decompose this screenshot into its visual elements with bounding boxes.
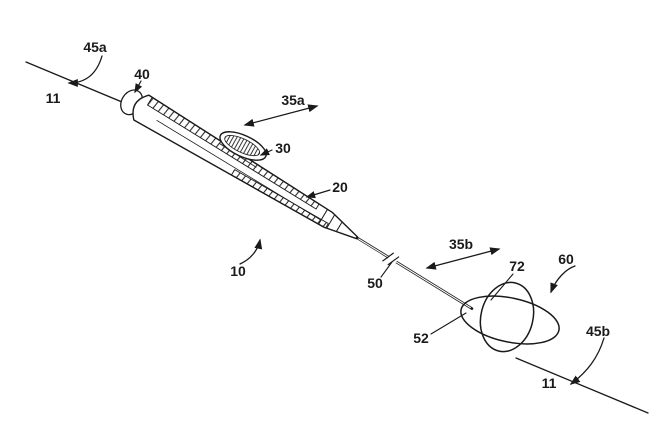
leader-arrow-handle: [239, 238, 263, 265]
leader-arrow-basket: [550, 265, 576, 294]
leader-line-tip: [430, 312, 467, 335]
ref-label-50: 50: [367, 275, 383, 291]
grip-ridge-band-bottom: [230, 169, 329, 229]
rotation-arrow-distal: [569, 337, 605, 385]
leader-line-shaft: [380, 261, 393, 278]
slide-arrow-handle: [243, 104, 319, 127]
basket-loop-wide: [460, 295, 560, 345]
nose-collar-line-2: [326, 214, 336, 229]
ref-label-52: 52: [413, 330, 429, 346]
shaft-break-mark-1: [382, 252, 394, 262]
ref-label-20: 20: [332, 179, 348, 195]
ref-label-35b: 35b: [449, 236, 473, 252]
thumb-slider: [219, 131, 267, 161]
basket-loop-upright: [479, 281, 535, 353]
ref-label-11-bottom: 11: [542, 375, 557, 391]
ref-label-40: 40: [134, 66, 150, 82]
instrument: [120, 89, 474, 310]
shaft-break-mark-2: [387, 256, 400, 266]
leader-arrow-body: [305, 189, 331, 199]
axis-line-distal: [515, 357, 649, 414]
thumb-slider-ridges: [224, 135, 261, 157]
leader-arrow-slider: [259, 148, 273, 156]
ref-label-45b: 45b: [586, 323, 610, 339]
shaft-center-highlight: [358, 238, 471, 309]
leader-line-crossing: [490, 273, 514, 301]
leader-arrow-clip: [134, 80, 143, 94]
nose-collar-line-1: [318, 208, 329, 225]
rotation-arrow-proximal: [67, 55, 103, 87]
ref-label-30: 30: [275, 140, 291, 156]
nose-collar-line-3: [335, 221, 343, 232]
slide-arrow-shaft: [425, 247, 501, 270]
ref-label-72: 72: [509, 258, 525, 274]
ref-label-60: 60: [558, 251, 574, 267]
handle-seam-line: [156, 120, 322, 221]
ref-label-11-top: 11: [46, 90, 61, 106]
ref-label-10: 10: [230, 263, 246, 279]
shaft-break-gap: [385, 252, 400, 267]
ref-label-45a: 45a: [83, 39, 107, 55]
reference-labels: 45a 11 40 35a 30 20 10 50 35b 72 60 52 4…: [46, 39, 610, 391]
ref-label-35a: 35a: [281, 92, 305, 108]
